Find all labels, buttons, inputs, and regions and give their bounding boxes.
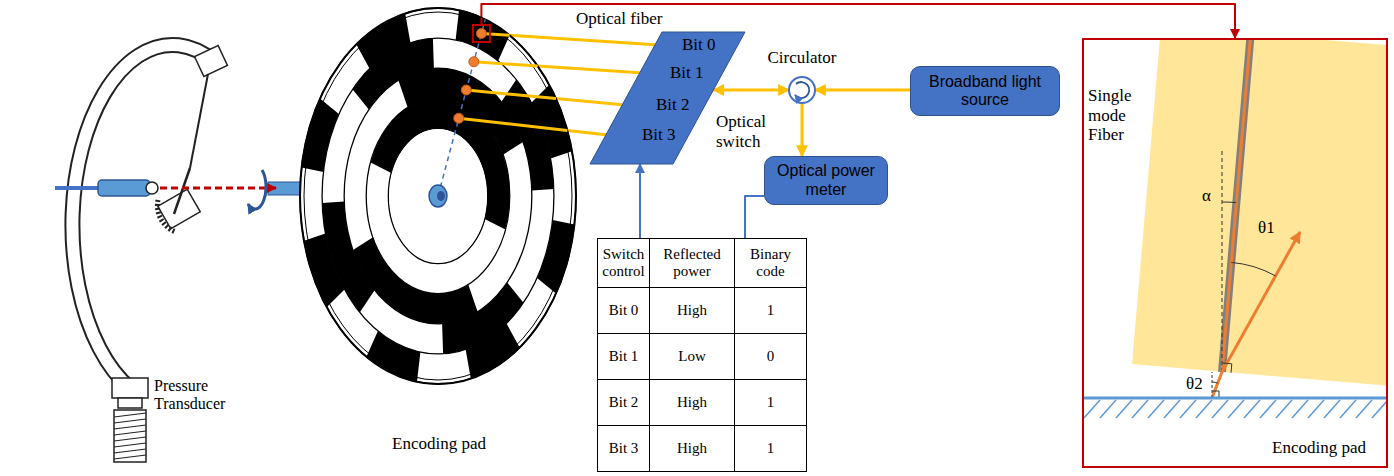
fiber-connector	[801, 103, 804, 156]
table-header: Switch control	[598, 239, 649, 287]
bit-label: Bit 1	[670, 63, 704, 83]
box-label: Optical power meter	[771, 162, 881, 199]
table-cell: High	[650, 288, 734, 333]
angle-label: θ1	[1258, 218, 1275, 238]
table-header: Binary code	[735, 239, 806, 287]
switch-label: Optical switch	[716, 112, 778, 151]
hub	[437, 191, 445, 201]
fiber-dot	[454, 113, 464, 123]
box-label: Broadband light source	[917, 73, 1053, 110]
zoom-marker	[473, 25, 490, 42]
gauge-mechanism	[55, 74, 208, 232]
optical-fiber	[459, 118, 568, 130]
bit-label: Bit 2	[656, 95, 690, 115]
table-cell: Bit 0	[598, 288, 649, 333]
optical-fiber	[474, 62, 538, 66]
inset-panel: Single mode Fiber α θ1 θ2Encoding pad	[1082, 38, 1388, 468]
zoom-connector	[481, 4, 1235, 38]
angle-label: α	[1202, 186, 1211, 206]
circulator-label: Circulator	[760, 48, 844, 68]
bit-label: Bit 0	[682, 35, 716, 55]
encoder-disc-shape	[298, 8, 580, 392]
bit-label: Bit 3	[642, 125, 676, 145]
hub	[429, 185, 447, 207]
fiber-connector	[510, 35, 655, 45]
part-label: Optical fiber	[576, 9, 662, 29]
fiber-connector	[538, 66, 640, 73]
light-source-box: Broadband light source	[910, 66, 1060, 116]
angle-label: θ2	[1186, 374, 1203, 394]
table-cell: High	[650, 380, 734, 425]
signal-connector	[745, 196, 764, 238]
shaft	[160, 170, 312, 209]
table-cell: Bit 2	[598, 380, 649, 425]
table-cell: 1	[735, 288, 806, 333]
fiber-connector	[815, 89, 910, 92]
pad-label: Encoding pad	[1272, 438, 1366, 458]
optical-switch: Bit 0Bit 1Bit 2Bit 3Optical switch	[590, 32, 745, 164]
signal-connector	[639, 164, 641, 238]
fiber-dot	[476, 28, 486, 38]
fiber-dot	[461, 85, 471, 95]
table-cell: High	[650, 426, 734, 471]
table-header: Reflected power	[650, 239, 734, 287]
fiber-connector	[713, 89, 789, 92]
truth-table: Switch controlReflected powerBinary code…	[597, 238, 807, 472]
circulator: Circulator	[760, 48, 844, 106]
fiber-dot	[469, 57, 479, 67]
table-cell: 0	[735, 334, 806, 379]
fiber-segments	[459, 18, 568, 131]
fiber-detail	[1084, 40, 1386, 418]
table-cell: Bit 1	[598, 334, 649, 379]
fiber-connector	[556, 99, 622, 105]
optical-fiber	[466, 90, 556, 98]
table-cell: 1	[735, 426, 806, 471]
power-meter-box: Optical power meter	[764, 156, 888, 205]
pad-label: Encoding pad	[298, 434, 580, 454]
fiber-label: Single mode Fiber	[1088, 86, 1150, 145]
part-label: Pressure Transducer	[154, 377, 240, 414]
fiber-connector	[567, 130, 606, 134]
table-cell: Bit 3	[598, 426, 649, 471]
zoom-leader	[480, 18, 482, 25]
encoder-disc: Encoding pad	[298, 8, 580, 468]
table-cell: 1	[735, 380, 806, 425]
table-cell: Low	[650, 334, 734, 379]
reading-line	[438, 19, 485, 196]
